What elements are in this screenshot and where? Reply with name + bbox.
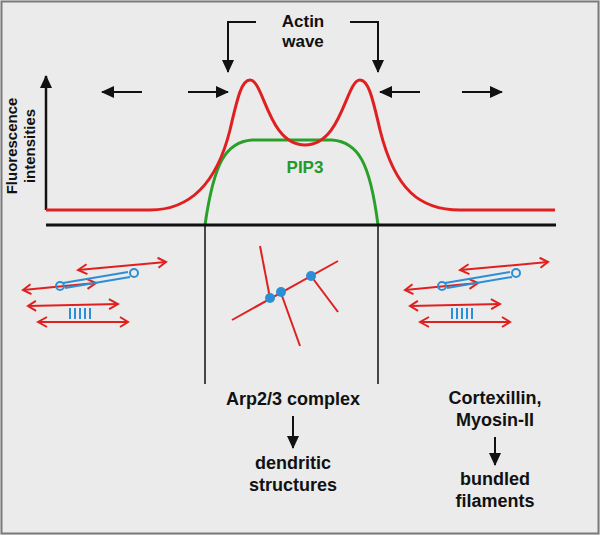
propagation-arrow <box>102 91 142 93</box>
actin-filament <box>281 293 300 346</box>
myosin-ii <box>447 277 512 288</box>
actin-filament <box>232 261 338 320</box>
dendritic-network <box>232 246 338 346</box>
arp23-complex <box>306 271 316 281</box>
divider-line <box>204 225 206 384</box>
myosin-ii <box>438 282 446 290</box>
cortexillin <box>70 308 90 319</box>
actin-curve <box>46 80 555 210</box>
actin-filament <box>28 304 118 306</box>
result-arrow <box>292 416 294 448</box>
cortexillin <box>471 308 473 319</box>
cortexillin <box>69 308 71 319</box>
actin-filament <box>460 262 548 270</box>
arp23-complex <box>276 287 286 297</box>
propagation-arrows <box>102 91 502 93</box>
cortexillin <box>466 308 468 319</box>
actin-filament <box>78 262 166 270</box>
actin-filament <box>38 321 128 323</box>
structure-label: dendritic structures <box>228 453 358 496</box>
y-axis-arrow <box>45 76 48 210</box>
axis-label: Fluorescence intensities <box>3 81 39 211</box>
protein-label: Cortexillin, Myosin-II <box>430 388 560 431</box>
actin-filament <box>410 304 500 306</box>
title-label: Actin wave <box>263 12 343 53</box>
cortexillin <box>461 308 463 319</box>
myosin-ii <box>63 272 128 283</box>
cortexillin <box>89 308 91 319</box>
cortexillin <box>451 308 453 319</box>
myosin-ii <box>65 277 130 288</box>
myosin-ii <box>130 269 138 277</box>
cortexillin <box>84 308 86 319</box>
bundle-group <box>405 262 548 322</box>
actin-filament <box>260 246 270 298</box>
result-arrow <box>494 437 496 465</box>
curve-label: PIP3 <box>270 158 340 178</box>
actin-filament <box>420 321 510 323</box>
actin-filament <box>311 276 338 312</box>
protein-label: Arp2/3 complex <box>213 389 373 411</box>
myosin-ii <box>438 269 520 290</box>
cortexillin <box>456 308 458 319</box>
bundle-group <box>23 262 166 322</box>
propagation-arrow <box>462 91 502 93</box>
pip3-curve <box>205 140 378 225</box>
arp23-complex <box>265 293 275 303</box>
cortexillin <box>79 308 81 319</box>
propagation-arrow <box>188 91 228 93</box>
myosin-ii <box>512 269 520 277</box>
cortexillin <box>452 308 472 319</box>
wave-arrow <box>350 22 378 72</box>
propagation-arrow <box>380 91 420 93</box>
arp23-dots <box>265 271 316 303</box>
myosin-ii <box>56 282 64 290</box>
cortexillin <box>74 308 76 319</box>
divider-line <box>377 225 379 384</box>
wave-arrow <box>228 22 256 72</box>
myosin-ii <box>445 272 510 283</box>
membrane-baseline <box>46 224 556 227</box>
structure-label: bundled filaments <box>430 469 560 512</box>
myosin-ii <box>56 269 138 290</box>
